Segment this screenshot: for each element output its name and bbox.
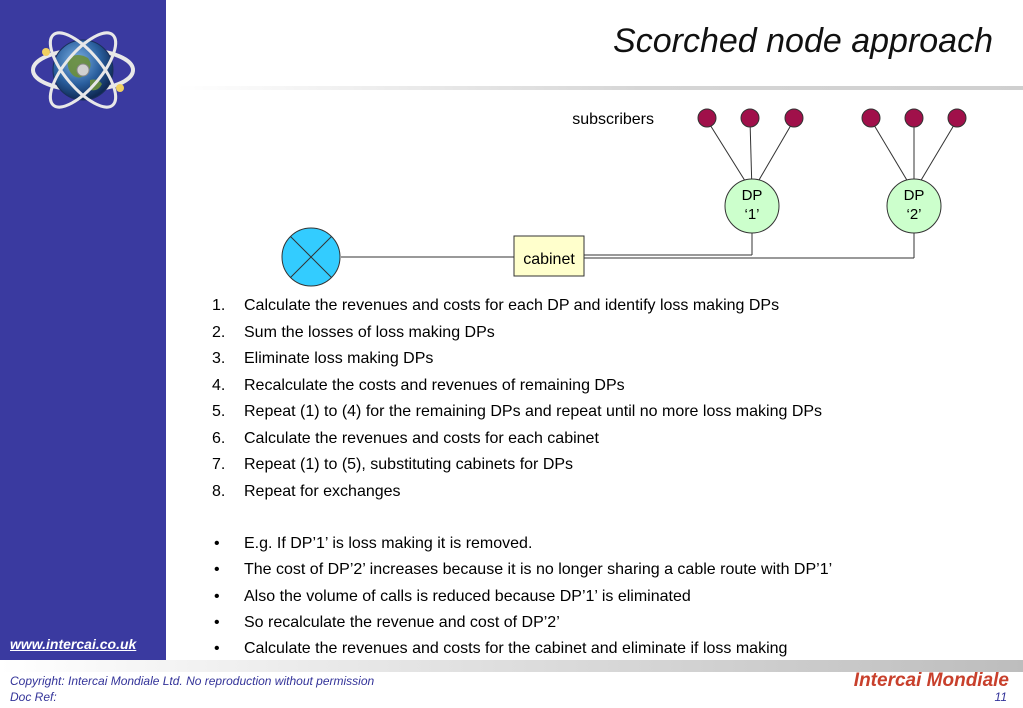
dp1-node	[724, 178, 780, 234]
list-item: • E.g. If DP’1’ is loss making it is remo…	[212, 534, 832, 560]
bullet-icon: •	[214, 613, 220, 631]
step-text: Repeat (1) to (5), substituting cabinets…	[244, 456, 574, 473]
cabinet-box	[513, 235, 585, 277]
copyright-text: Copyright: Intercai Mondiale Ltd. No rep…	[10, 674, 375, 688]
bullet-icon: •	[214, 535, 220, 552]
list-item: • Also the volume of calls is reduced bec…	[212, 587, 832, 613]
network-diagram: subscribers DP ‘1’ DP ‘2’ cabinet	[281, 108, 967, 287]
step-number: 1.	[212, 297, 226, 314]
note-text: E.g. If DP’1’ is loss making it is remov…	[244, 535, 533, 552]
page-number: 11	[994, 690, 1007, 704]
subscriber-node	[904, 108, 924, 128]
steps-list: 1. Calculate the revenues and costs for e…	[212, 296, 822, 508]
subscriber-node	[947, 108, 967, 128]
dp2-label-line1: DP	[904, 187, 925, 204]
list-item: • So recalculate the revenue and cost of …	[212, 613, 832, 639]
dp2-label-line2: ‘2’	[906, 206, 921, 223]
list-item: 6. Calculate the revenues and costs for e…	[212, 429, 822, 456]
step-text: Calculate the revenues and costs for eac…	[244, 429, 599, 447]
dp1-label-line2: ‘1’	[744, 206, 759, 223]
slide-title: Scorched node approach	[613, 22, 993, 60]
bullet-icon: •	[214, 561, 220, 579]
bullet-icon: •	[214, 640, 220, 658]
list-item: • The cost of DP’2’ increases because it …	[212, 560, 832, 586]
subscribers-label: subscribers	[572, 111, 654, 128]
step-text: Calculate the revenues and costs for eac…	[244, 297, 780, 314]
step-number: 8.	[212, 482, 226, 500]
dp2-node	[886, 178, 942, 234]
doc-ref-text: Doc Ref:	[10, 690, 57, 704]
list-item: 4. Recalculate the costs and revenues of …	[212, 376, 822, 403]
step-number: 7.	[212, 456, 226, 473]
notes-list: • E.g. If DP’1’ is loss making it is remo…	[212, 534, 832, 665]
step-text: Recalculate the costs and revenues of re…	[244, 376, 625, 394]
note-text: Calculate the revenues and costs for the…	[244, 640, 788, 658]
step-text: Eliminate loss making DPs	[244, 350, 434, 367]
step-number: 5.	[212, 403, 226, 420]
step-text: Repeat (1) to (4) for the remaining DPs …	[244, 403, 823, 420]
subscriber-node	[697, 108, 717, 128]
step-number: 4.	[212, 376, 226, 394]
list-item: 2. Sum the losses of loss making DPs	[212, 323, 822, 350]
step-number: 6.	[212, 429, 226, 447]
website-link[interactable]: www.intercai.co.uk	[10, 636, 137, 652]
list-item: • Calculate the revenues and costs for th…	[212, 639, 832, 665]
exchange-cross	[290, 236, 332, 278]
sidebar-panel: www.intercai.co.uk	[0, 0, 166, 660]
subscriber-node	[740, 108, 760, 128]
list-item: 1. Calculate the revenues and costs for e…	[212, 296, 822, 323]
title-divider	[176, 86, 1023, 90]
cabinet-label: cabinet	[523, 251, 575, 268]
brand-wordmark: Intercai Mondiale	[853, 670, 1009, 691]
note-text: Also the volume of calls is reduced beca…	[244, 587, 691, 605]
list-item: 3. Eliminate loss making DPs	[212, 349, 822, 376]
step-number: 3.	[212, 350, 226, 367]
note-text: So recalculate the revenue and cost of D…	[244, 613, 560, 631]
list-item: 5. Repeat (1) to (4) for the remaining DP…	[212, 402, 822, 429]
step-number: 2.	[212, 323, 226, 341]
dp1-label-line1: DP	[742, 187, 763, 204]
footer-band	[0, 660, 1023, 672]
list-item: 8. Repeat for exchanges	[212, 482, 822, 509]
list-item: 7. Repeat (1) to (5), substituting cabine…	[212, 455, 822, 482]
bullet-icon: •	[214, 587, 220, 605]
step-text: Repeat for exchanges	[244, 482, 401, 500]
globe-logo-icon	[31, 31, 135, 109]
step-text: Sum the losses of loss making DPs	[244, 323, 495, 341]
subscriber-node	[861, 108, 881, 128]
note-text: The cost of DP’2’ increases because it i…	[244, 561, 833, 579]
subscriber-node	[784, 108, 804, 128]
